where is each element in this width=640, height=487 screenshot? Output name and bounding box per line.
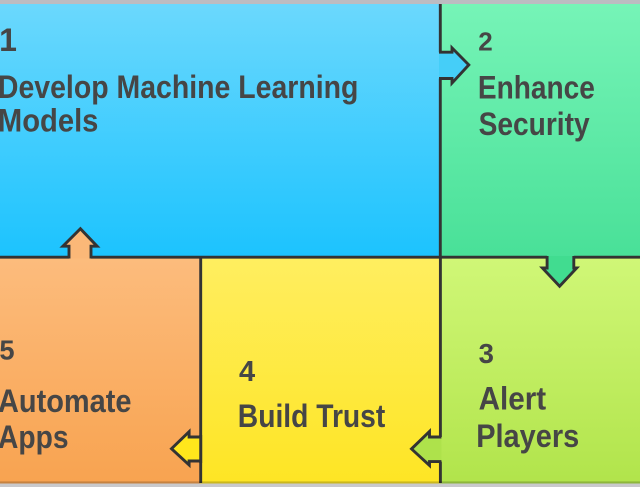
svg-text:3: 3 — [479, 338, 494, 369]
svg-text:Security: Security — [479, 106, 590, 142]
svg-text:Enhance: Enhance — [478, 69, 595, 105]
svg-text:Develop Machine Learning: Develop Machine Learning — [0, 69, 358, 105]
svg-text:2: 2 — [478, 27, 492, 57]
svg-text:Apps: Apps — [0, 419, 69, 455]
svg-text:Automate: Automate — [0, 383, 132, 419]
svg-text:4: 4 — [239, 356, 255, 388]
svg-text:1: 1 — [0, 22, 17, 58]
svg-text:Build Trust: Build Trust — [238, 398, 386, 434]
svg-text:Models: Models — [0, 103, 98, 139]
svg-text:Alert: Alert — [479, 381, 547, 417]
svg-text:5: 5 — [0, 335, 14, 366]
svg-text:Players: Players — [476, 418, 579, 454]
